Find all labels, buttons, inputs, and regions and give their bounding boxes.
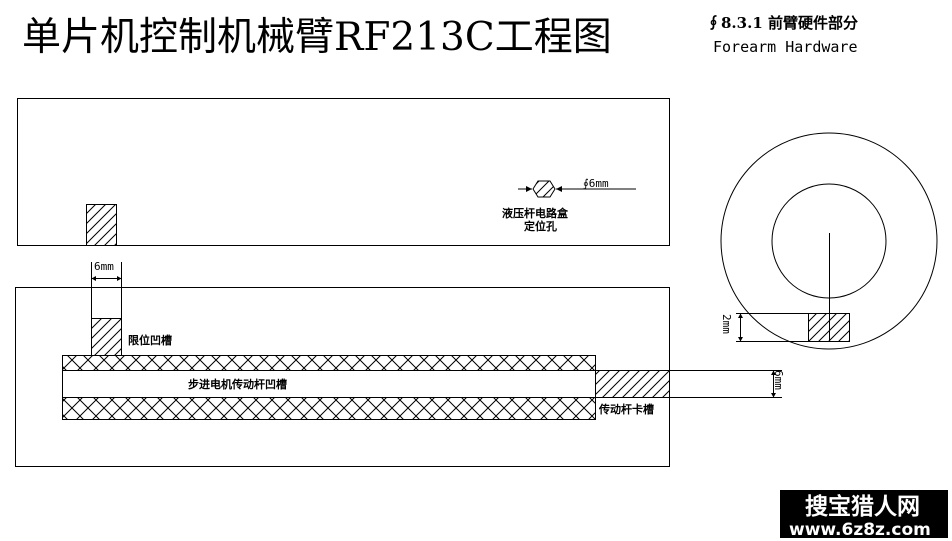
section-heading-en: Forearm Hardware	[713, 38, 858, 56]
rod-slot-label: 传动杆卡槽	[598, 402, 654, 416]
hydraulic-label-1: 液压杆电路盒	[502, 206, 569, 220]
hydraulic-label-2: 定位孔	[524, 219, 557, 233]
hole-symbol	[518, 180, 636, 198]
limit-dim-label: 6mm	[94, 260, 114, 273]
upper-panel: ∮6mm 液压杆电路盒 定位孔	[17, 98, 670, 246]
lower-crosshatch-strip	[62, 397, 596, 420]
page-title: 单片机控制机械臂RF213C工程图	[22, 15, 612, 60]
watermark-url: www.6z8z.com	[789, 520, 931, 540]
limit-slot-block	[91, 318, 122, 356]
upper-crosshatch-strip	[62, 355, 596, 371]
limit-slot-label: 限位凹槽	[128, 333, 172, 347]
hole-dim-label: ∮6mm	[583, 177, 609, 190]
circle-view: 2mm	[720, 132, 938, 350]
circle-dim-label: 2mm	[720, 314, 733, 334]
watermark-name: 搜宝猎人网	[805, 493, 920, 520]
upper-slot-block	[86, 204, 117, 246]
watermark: 搜宝猎人网 www.6z8z.com	[780, 490, 948, 540]
section-heading: ∮8.3.1 前臂硬件部分	[706, 14, 858, 32]
circle-slot-block	[808, 313, 850, 342]
rod-slot-block	[595, 370, 670, 398]
groove-label: 步进电机传动杆凹槽	[188, 377, 287, 391]
lower-panel: 6mm 限位凹槽 步进电机传动杆凹槽 传动杆卡槽 6mm	[15, 260, 785, 467]
rod-dim-label: 6mm	[772, 370, 785, 390]
